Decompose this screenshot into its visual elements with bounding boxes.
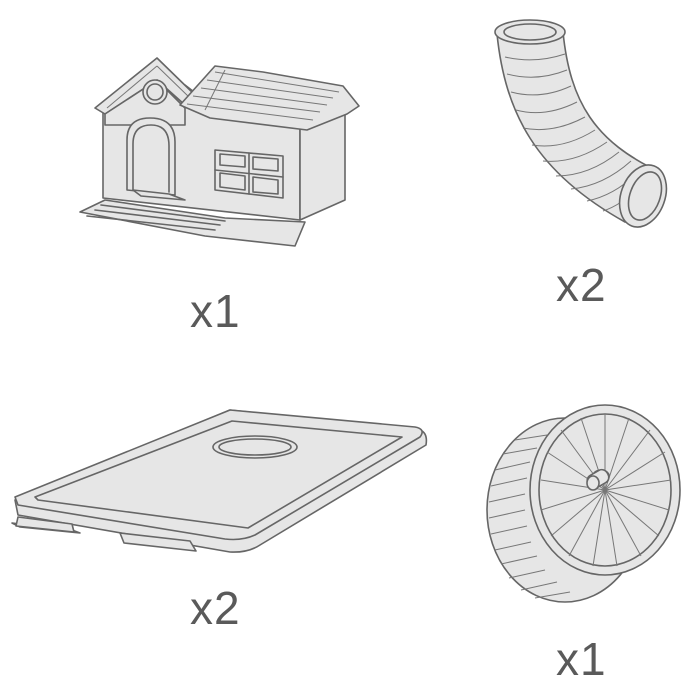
item-tube — [485, 12, 685, 237]
quantity-wheel: x1 — [556, 633, 607, 685]
house-icon — [75, 50, 365, 260]
tube-icon — [485, 12, 685, 237]
quantity-house: x1 — [190, 285, 241, 337]
quantity-tube: x2 — [556, 259, 607, 311]
wheel-icon — [475, 400, 690, 615]
item-house — [75, 50, 365, 260]
item-wheel — [475, 400, 690, 615]
item-tray — [10, 405, 430, 565]
tray-icon — [10, 405, 430, 565]
quantity-tray: x2 — [190, 582, 241, 634]
